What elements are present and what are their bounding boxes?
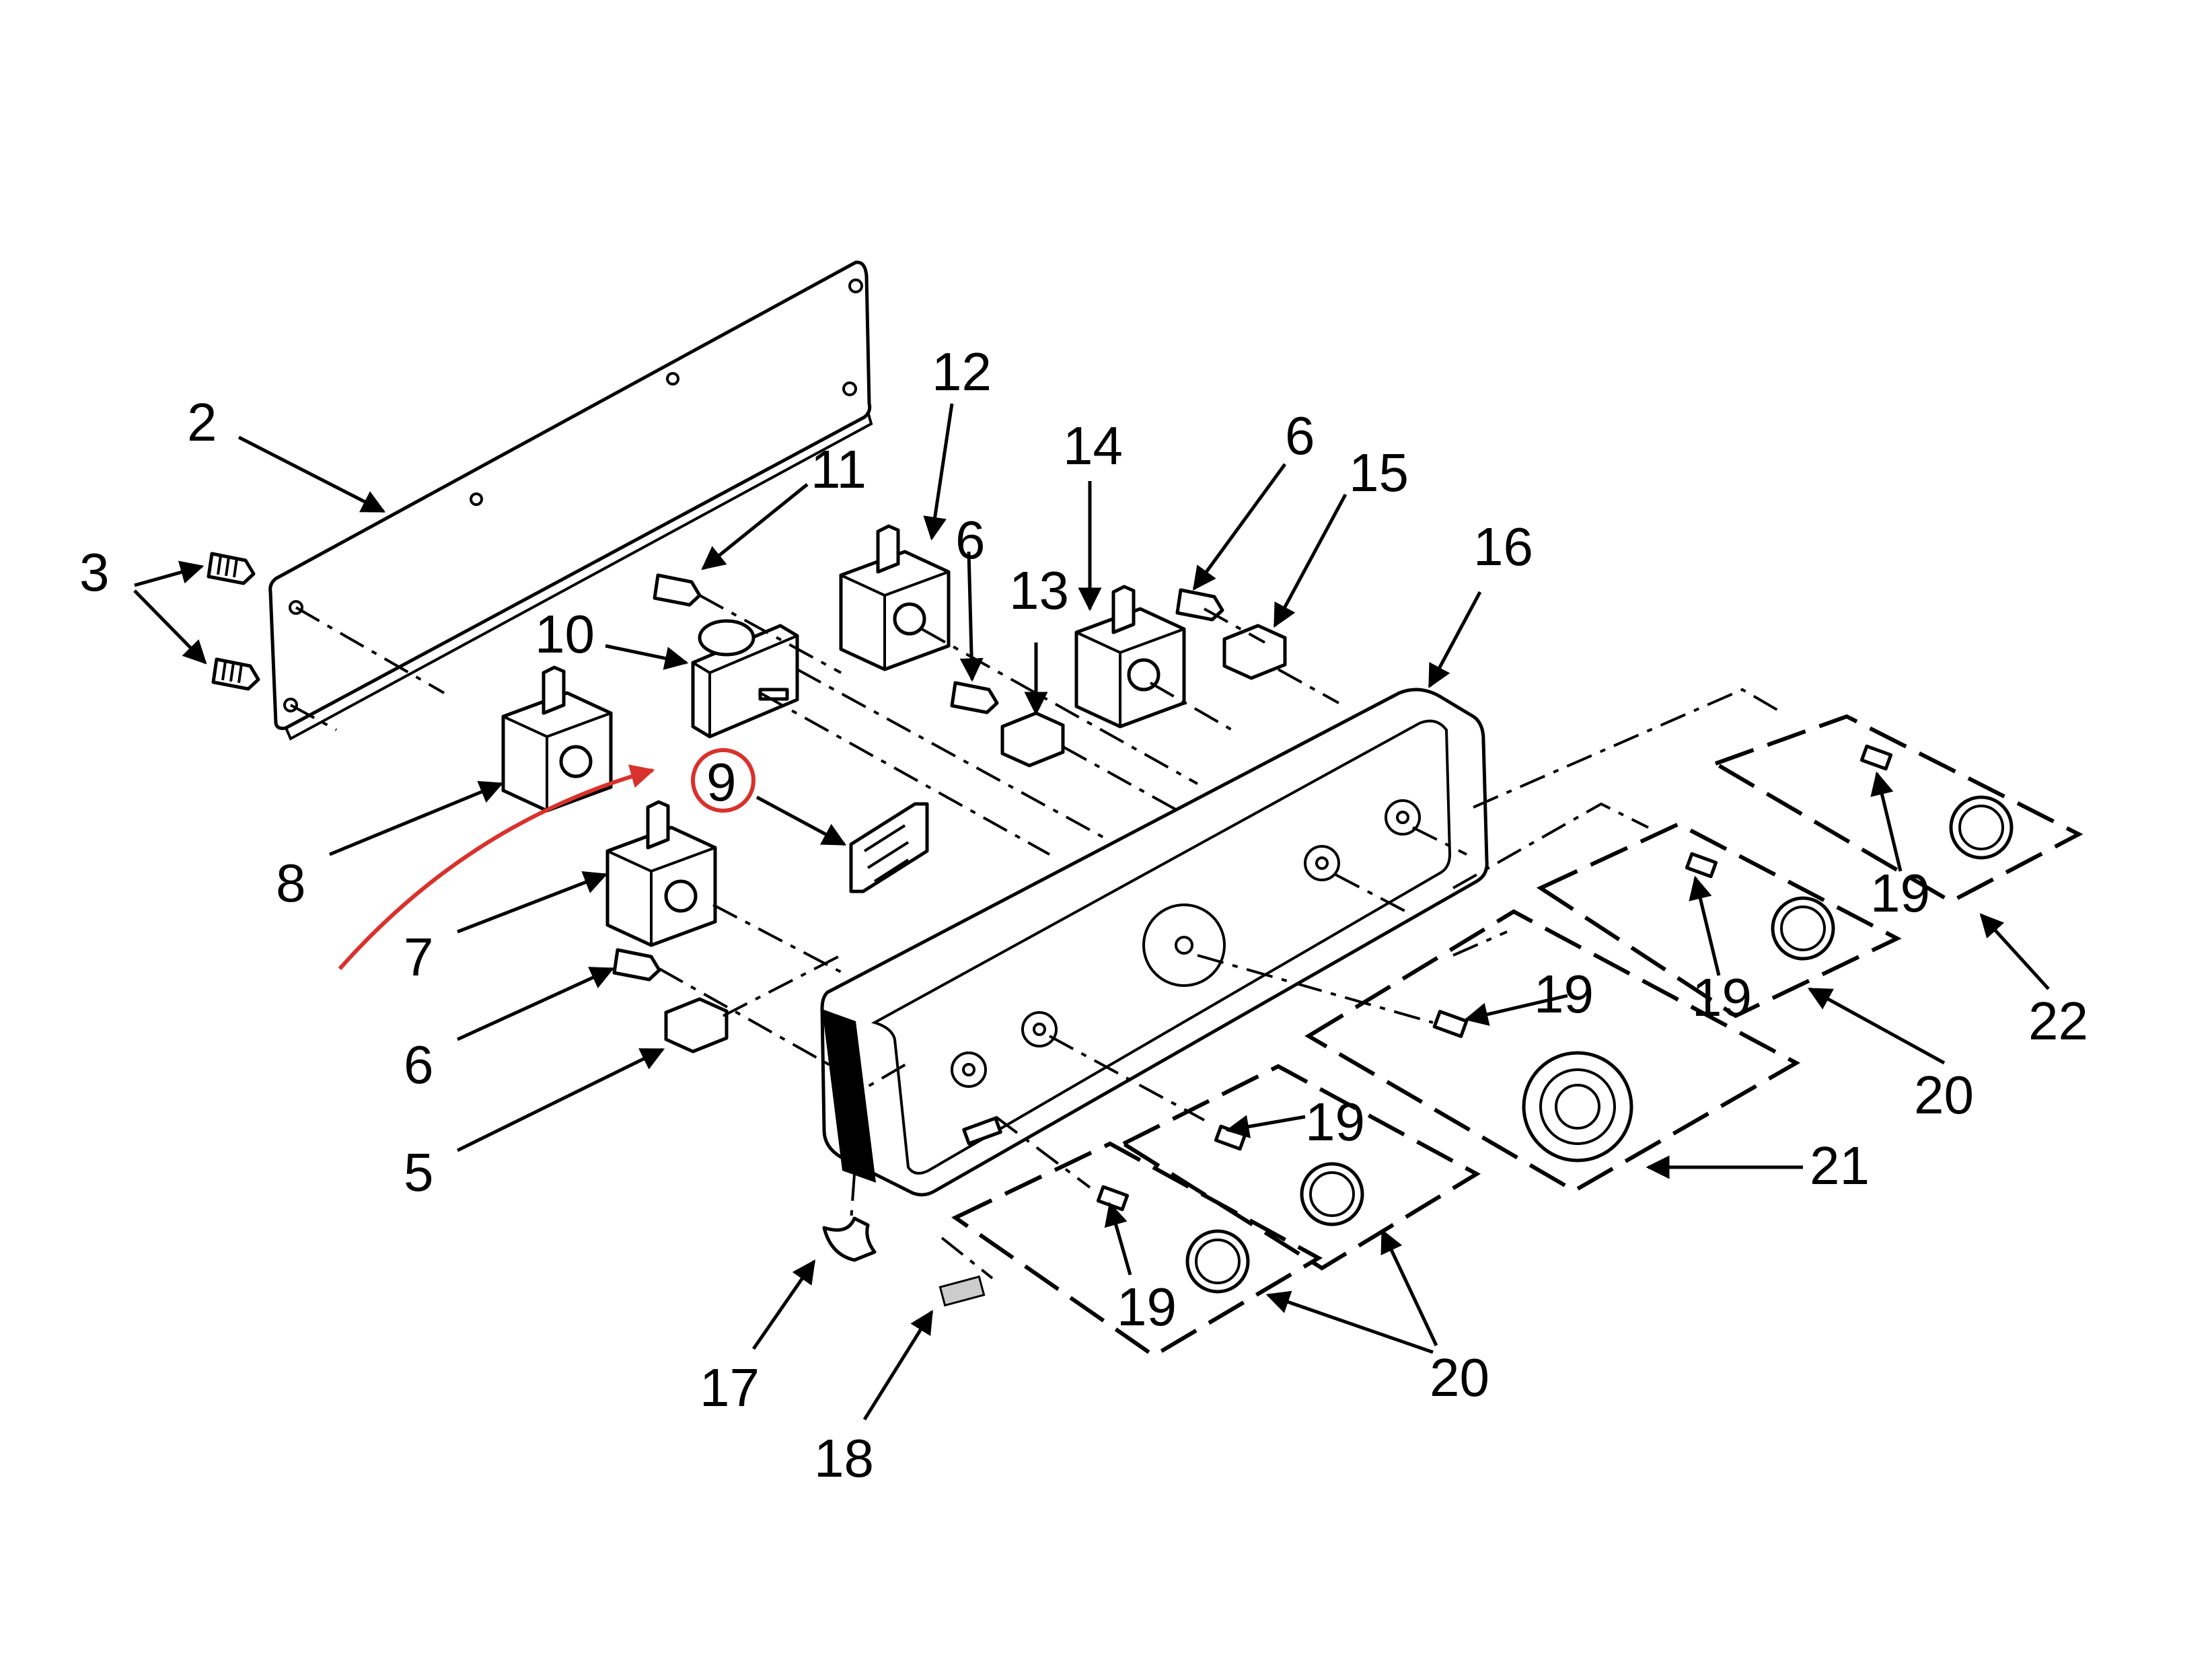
- control-board-9: [849, 802, 929, 893]
- switch-12: [839, 524, 951, 671]
- callout-19-c: 19: [1534, 964, 1594, 1024]
- callout-6-left: 6: [404, 1035, 434, 1095]
- callout-20-left: 20: [1430, 1348, 1489, 1407]
- screw-3-upper: [207, 552, 256, 585]
- callout-17: 17: [700, 1358, 760, 1417]
- switch-7: [605, 800, 717, 947]
- callout-22: 22: [2028, 991, 2088, 1051]
- callout-10: 10: [535, 604, 595, 664]
- knob-assembly-20-left-upper: [1214, 1124, 1364, 1226]
- callout-20-right: 20: [1914, 1065, 1974, 1125]
- part-9-highlight: [338, 748, 755, 970]
- rear-bracket: [268, 260, 873, 741]
- callout-19-e: 19: [1117, 1277, 1177, 1337]
- callout-6-middle: 6: [955, 510, 986, 570]
- screw-6-middle: [950, 681, 999, 714]
- callout-19-b: 19: [1692, 967, 1752, 1027]
- leader-lines: [133, 403, 2050, 1421]
- timer-10: [691, 619, 799, 739]
- callout-13: 13: [1009, 560, 1069, 620]
- callout-5: 5: [404, 1142, 434, 1202]
- screw-3-lower: [211, 657, 260, 691]
- callout-16: 16: [1473, 517, 1533, 577]
- callout-12: 12: [932, 342, 992, 402]
- switch-14: [1074, 585, 1186, 729]
- callout-21: 21: [1810, 1136, 1870, 1195]
- alignment-lines: [290, 594, 2084, 1358]
- screw-6-left: [612, 948, 661, 982]
- callout-14: 14: [1063, 416, 1123, 476]
- callout-labels: 2 3 11 12 6 13 14 6 15 16 10 9 8 7 6 5 1…: [79, 342, 2088, 1488]
- callout-8: 8: [276, 853, 306, 913]
- callout-9: 9: [706, 752, 737, 812]
- switch-15: [1222, 624, 1287, 680]
- clip-17: [822, 1216, 877, 1262]
- knob-assembly-20-left-lower: [1096, 1185, 1250, 1294]
- screw-11: [653, 573, 702, 607]
- knob-assembly-20-right: [1685, 852, 1835, 961]
- callout-15: 15: [1349, 443, 1409, 503]
- knob-assembly-22: [1859, 744, 2014, 860]
- knob-assembly-21: [1432, 1010, 1633, 1163]
- callout-11: 11: [811, 439, 867, 499]
- callout-6-right: 6: [1285, 406, 1315, 466]
- callout-3: 3: [79, 542, 110, 602]
- callout-19-a: 19: [1870, 863, 1930, 923]
- switch-5: [664, 997, 729, 1054]
- callout-2: 2: [187, 392, 217, 452]
- callout-7: 7: [404, 927, 434, 987]
- label-18: [938, 1275, 986, 1307]
- callout-18: 18: [814, 1428, 874, 1488]
- callout-19-d: 19: [1305, 1092, 1365, 1152]
- console-panel-16: [820, 688, 1489, 1197]
- switch-13: [1000, 711, 1065, 768]
